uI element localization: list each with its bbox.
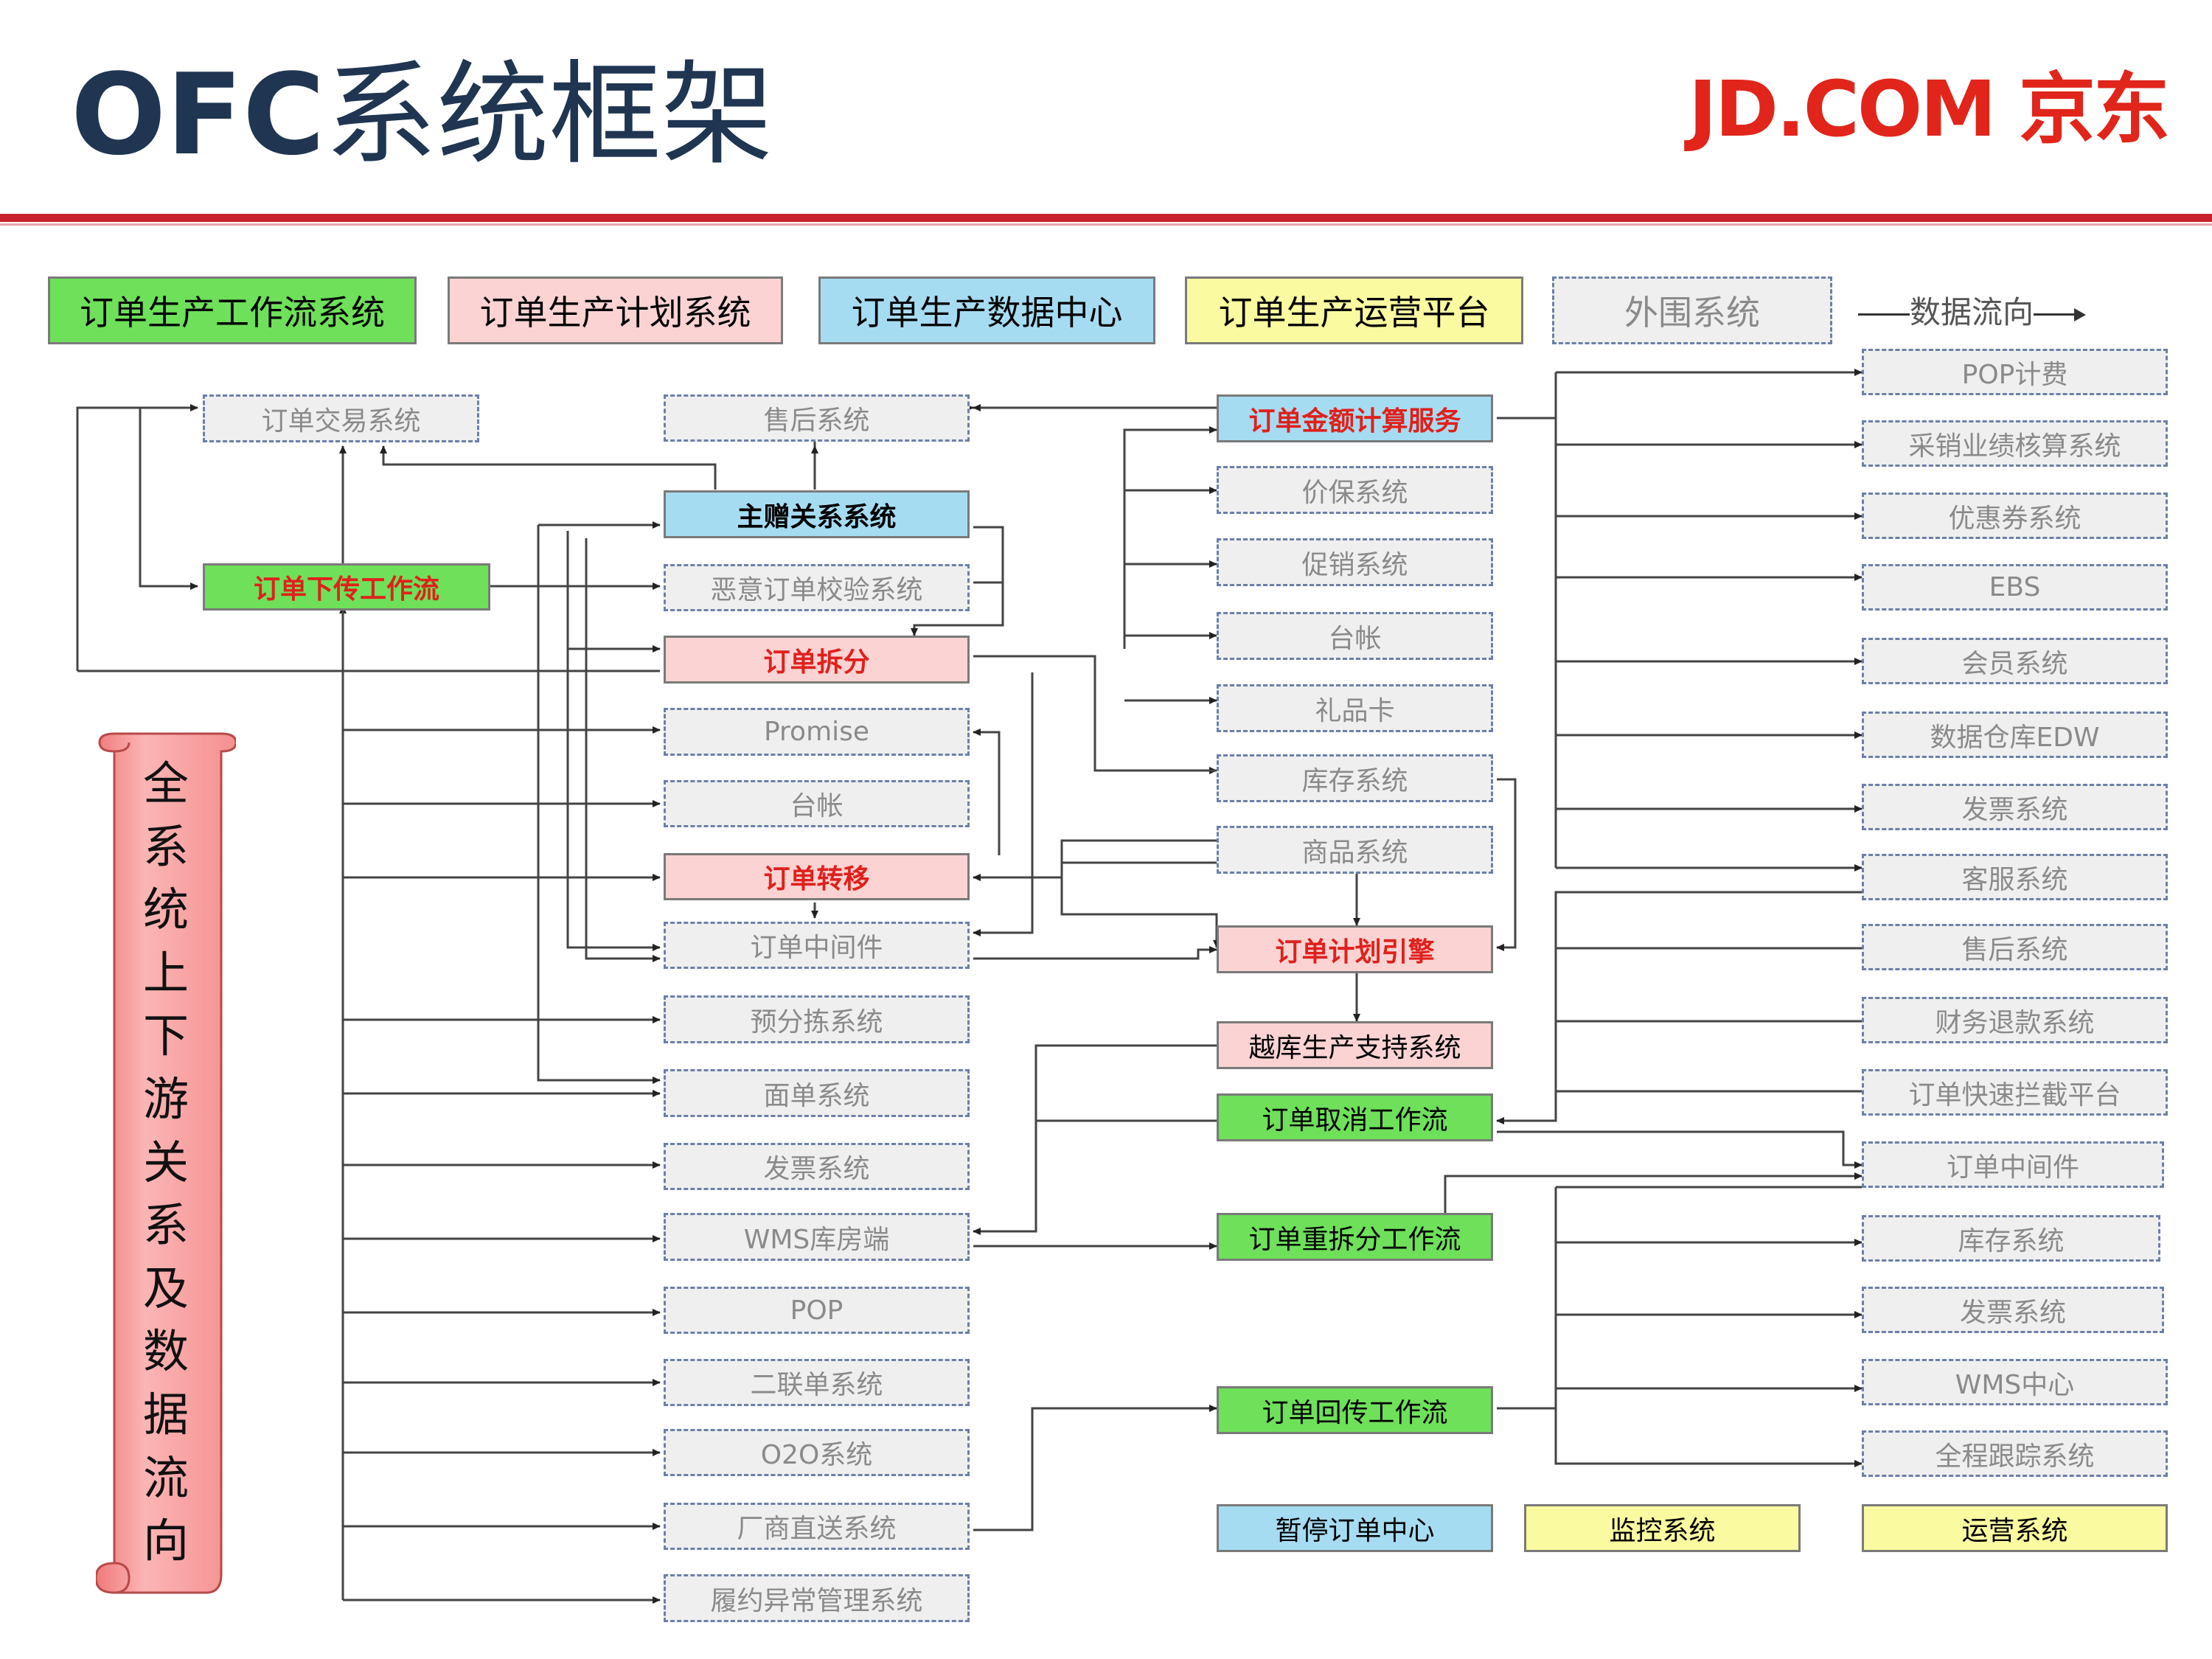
product-box: 商品系统 <box>1217 826 1493 874</box>
jd-logo: JD.COM 京东 <box>1688 64 2170 154</box>
scroll-banner <box>96 732 236 1594</box>
page-title: OFC系统框架 <box>71 41 773 189</box>
legend-datacenter: 订单生产数据中心 <box>818 276 1155 344</box>
right-system-member: 会员系统 <box>1862 638 2168 684</box>
promise-box: Promise <box>664 708 970 756</box>
title-system-framework: 系统框架 <box>324 49 773 180</box>
scroll-text: 全系统上下游关系及数据流向 <box>142 757 189 1568</box>
legend-external: 外围系统 <box>1552 276 1832 344</box>
connector-gift-to-trade <box>380 445 717 490</box>
presort-box: 预分拣系统 <box>664 995 970 1043</box>
connector-inventory-to-engine <box>1496 778 1517 951</box>
order-transfer-box: 订单转移 <box>664 853 970 900</box>
aftersale-box: 售后系统 <box>664 394 970 442</box>
connector-split-to-amount <box>1123 426 1217 649</box>
connector-product-to-transfer <box>973 861 1217 881</box>
connector-to-cancel <box>1496 891 1862 1124</box>
monitor-box: 监控系统 <box>1524 1504 1801 1552</box>
right-system-wms-center: WMS中心 <box>1862 1359 2168 1405</box>
right-system-intercept: 订单快速拦截平台 <box>1862 1069 2168 1116</box>
amount-service-box: 订单金额计算服务 <box>1217 394 1493 442</box>
legend-flow-arrow-icon <box>2074 307 2087 321</box>
right-system-invoice: 发票系统 <box>1862 784 2168 830</box>
right-system-middleware: 订单中间件 <box>1862 1141 2164 1188</box>
legend-workflow: 订单生产工作流系统 <box>48 276 417 344</box>
price-protect-box: 价保系统 <box>1217 466 1493 514</box>
connector-cancel-to-middleware <box>1497 1130 1863 1169</box>
right-system-invoice-2: 发票系统 <box>1862 1287 2164 1333</box>
scroll-curl-top <box>114 742 131 753</box>
legend-flow-label: 数据流向 <box>1910 294 2034 330</box>
inventory-center-box: 库存系统 <box>1217 754 1493 802</box>
resplit-workflow-box: 订单重拆分工作流 <box>1217 1213 1493 1261</box>
waybill-box: 面单系统 <box>664 1069 970 1117</box>
dispatch-workflow-box: 订单下传工作流 <box>203 563 490 611</box>
order-middleware-box: 订单中间件 <box>664 922 970 969</box>
connector-gift-to-split <box>911 526 1004 636</box>
connector-rail-b <box>566 531 661 951</box>
exception-mgmt-box: 履约异常管理系统 <box>664 1574 970 1622</box>
right-system-edw: 数据仓库EDW <box>1862 712 2168 758</box>
right-system-customer-service: 客服系统 <box>1862 854 2168 900</box>
connector-split-to-inventory <box>973 655 1217 774</box>
right-system-pop-billing: POP计费 <box>1862 349 2168 395</box>
duplicate-form-box: 二联单系统 <box>664 1359 970 1406</box>
wms-warehouse-box: WMS库房端 <box>664 1213 970 1261</box>
connector-transfer-to-promise <box>973 728 1001 855</box>
operations-box: 运营系统 <box>1862 1504 2168 1552</box>
connector-crossdc-to-wms <box>973 1044 1217 1235</box>
pause-center-box: 暂停订单中心 <box>1217 1504 1493 1552</box>
right-system-aftersale: 售后系统 <box>1862 924 2168 970</box>
connector-right-trunk-bottom <box>1554 1187 1863 1467</box>
callback-workflow-box: 订单回传工作流 <box>1217 1386 1493 1434</box>
legend-flow-line-right <box>2034 313 2075 316</box>
fraud-check-box: 恶意订单校验系统 <box>664 564 970 611</box>
invoice-box: 发票系统 <box>664 1143 970 1190</box>
connector-middleware-to-engine <box>973 946 1217 960</box>
plan-engine-box: 订单计划引擎 <box>1217 925 1493 973</box>
connector-trade-to-dispatch <box>139 408 198 590</box>
legend-flow: 数据流向 <box>1858 288 2087 333</box>
legend-plan: 订单生产计划系统 <box>448 276 783 344</box>
connector-split-to-middleware <box>973 672 1034 936</box>
pop-box: POP <box>664 1287 970 1334</box>
promotion-box: 促销系统 <box>1217 538 1493 586</box>
order-split-box: 订单拆分 <box>664 636 970 684</box>
right-system-inventory: 库存系统 <box>1862 1215 2160 1262</box>
right-system-tracking: 全程跟踪系统 <box>1862 1430 2168 1477</box>
connector-to-callback <box>973 1405 1217 1531</box>
title-ofc: OFC <box>71 49 325 180</box>
connector-rail-a <box>537 525 661 1084</box>
cancel-workflow-box: 订单取消工作流 <box>1217 1093 1493 1141</box>
connector-rail-c <box>585 538 661 962</box>
ledger-center-box: 台帐 <box>1217 612 1493 660</box>
legend-flow-line <box>1858 313 1910 316</box>
header-divider-shadow <box>0 223 2212 226</box>
gift-relation-box: 主赠关系系统 <box>664 490 970 538</box>
legend-ops: 订单生产运营平台 <box>1185 276 1523 344</box>
right-system-coupon: 优惠券系统 <box>1862 493 2168 539</box>
o2o-box: O2O系统 <box>664 1429 970 1476</box>
connector-left-loop <box>76 404 198 671</box>
giftcard-box: 礼品卡 <box>1217 684 1493 732</box>
scroll-body <box>96 732 236 1594</box>
right-system-sales-performance: 采销业绩核算系统 <box>1862 420 2168 467</box>
trade-system-box: 订单交易系统 <box>203 394 479 442</box>
right-system-refund: 财务退款系统 <box>1862 997 2168 1043</box>
direct-ship-box: 厂商直送系统 <box>664 1503 970 1550</box>
scroll-curl-bottom <box>114 1562 131 1594</box>
cross-dc-box: 越库生产支持系统 <box>1217 1021 1493 1069</box>
header-divider <box>0 214 2212 222</box>
connector-product-to-engine <box>1060 839 1220 948</box>
connector-resplit-to-middleware <box>1444 1172 1863 1224</box>
ledger-box: 台帐 <box>664 780 970 827</box>
right-system-ebs: EBS <box>1862 564 2168 611</box>
